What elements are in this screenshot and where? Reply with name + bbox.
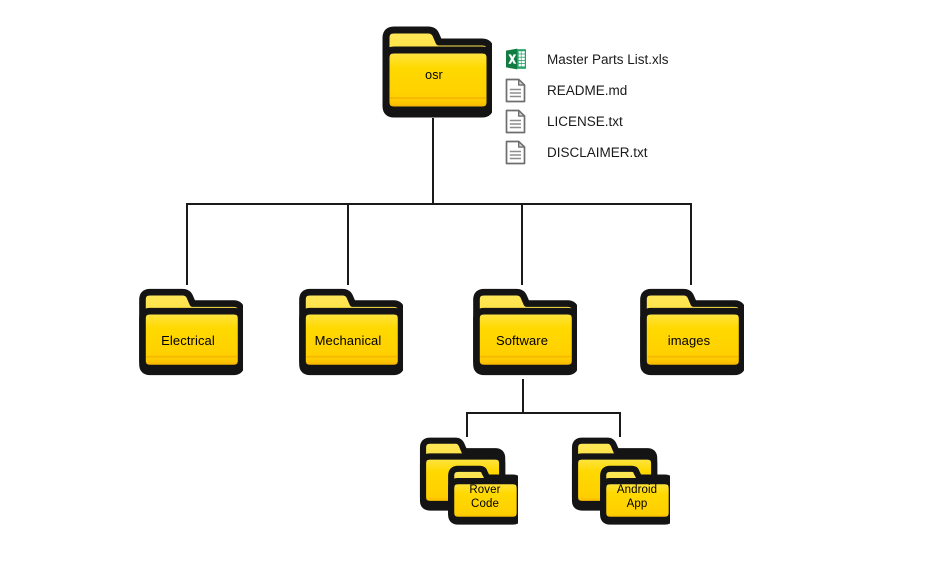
document-file-icon xyxy=(505,137,533,167)
folder-icon[interactable]: Electrical xyxy=(133,285,243,379)
folder-node-rover-code[interactable]: Rover Code xyxy=(416,437,518,527)
edge-software-trunk xyxy=(522,379,524,413)
multi-folder-icon[interactable]: Android App xyxy=(568,437,670,527)
file-name: LICENSE.txt xyxy=(547,113,623,129)
document-file-icon xyxy=(505,75,533,105)
edge-drop-rover-code xyxy=(466,412,468,437)
file-name: Master Parts List.xls xyxy=(547,51,669,67)
file-row[interactable]: README.md xyxy=(505,75,669,105)
excel-file-icon xyxy=(505,44,533,74)
file-row[interactable]: LICENSE.txt xyxy=(505,106,669,136)
edge-drop-images xyxy=(690,203,692,285)
edge-drop-electrical xyxy=(186,203,188,285)
edge-level3-bus xyxy=(466,412,621,414)
folder-icon[interactable]: images xyxy=(634,285,744,379)
document-file-icon xyxy=(505,106,533,136)
file-name: README.md xyxy=(547,82,628,98)
file-row[interactable]: Master Parts List.xls xyxy=(505,44,669,74)
edge-drop-software xyxy=(521,203,523,285)
folder-node-osr[interactable]: osr xyxy=(376,24,492,120)
multi-folder-icon[interactable]: Rover Code xyxy=(416,437,518,527)
folder-node-mechanical[interactable]: Mechanical xyxy=(293,285,403,379)
file-row[interactable]: DISCLAIMER.txt xyxy=(505,137,669,167)
folder-node-electrical[interactable]: Electrical xyxy=(133,285,243,379)
edge-level2-bus xyxy=(186,203,692,205)
file-name: DISCLAIMER.txt xyxy=(547,144,648,160)
folder-node-images[interactable]: images xyxy=(634,285,744,379)
file-list: Master Parts List.xls README.md xyxy=(505,44,669,168)
folder-node-android-app[interactable]: Android App xyxy=(568,437,670,527)
edge-drop-android-app xyxy=(619,412,621,437)
edge-root-trunk xyxy=(432,118,434,205)
folder-node-software[interactable]: Software xyxy=(467,285,577,379)
folder-icon[interactable]: Software xyxy=(467,285,577,379)
edge-drop-mechanical xyxy=(347,203,349,285)
folder-icon[interactable]: osr xyxy=(376,24,492,120)
folder-icon[interactable]: Mechanical xyxy=(293,285,403,379)
